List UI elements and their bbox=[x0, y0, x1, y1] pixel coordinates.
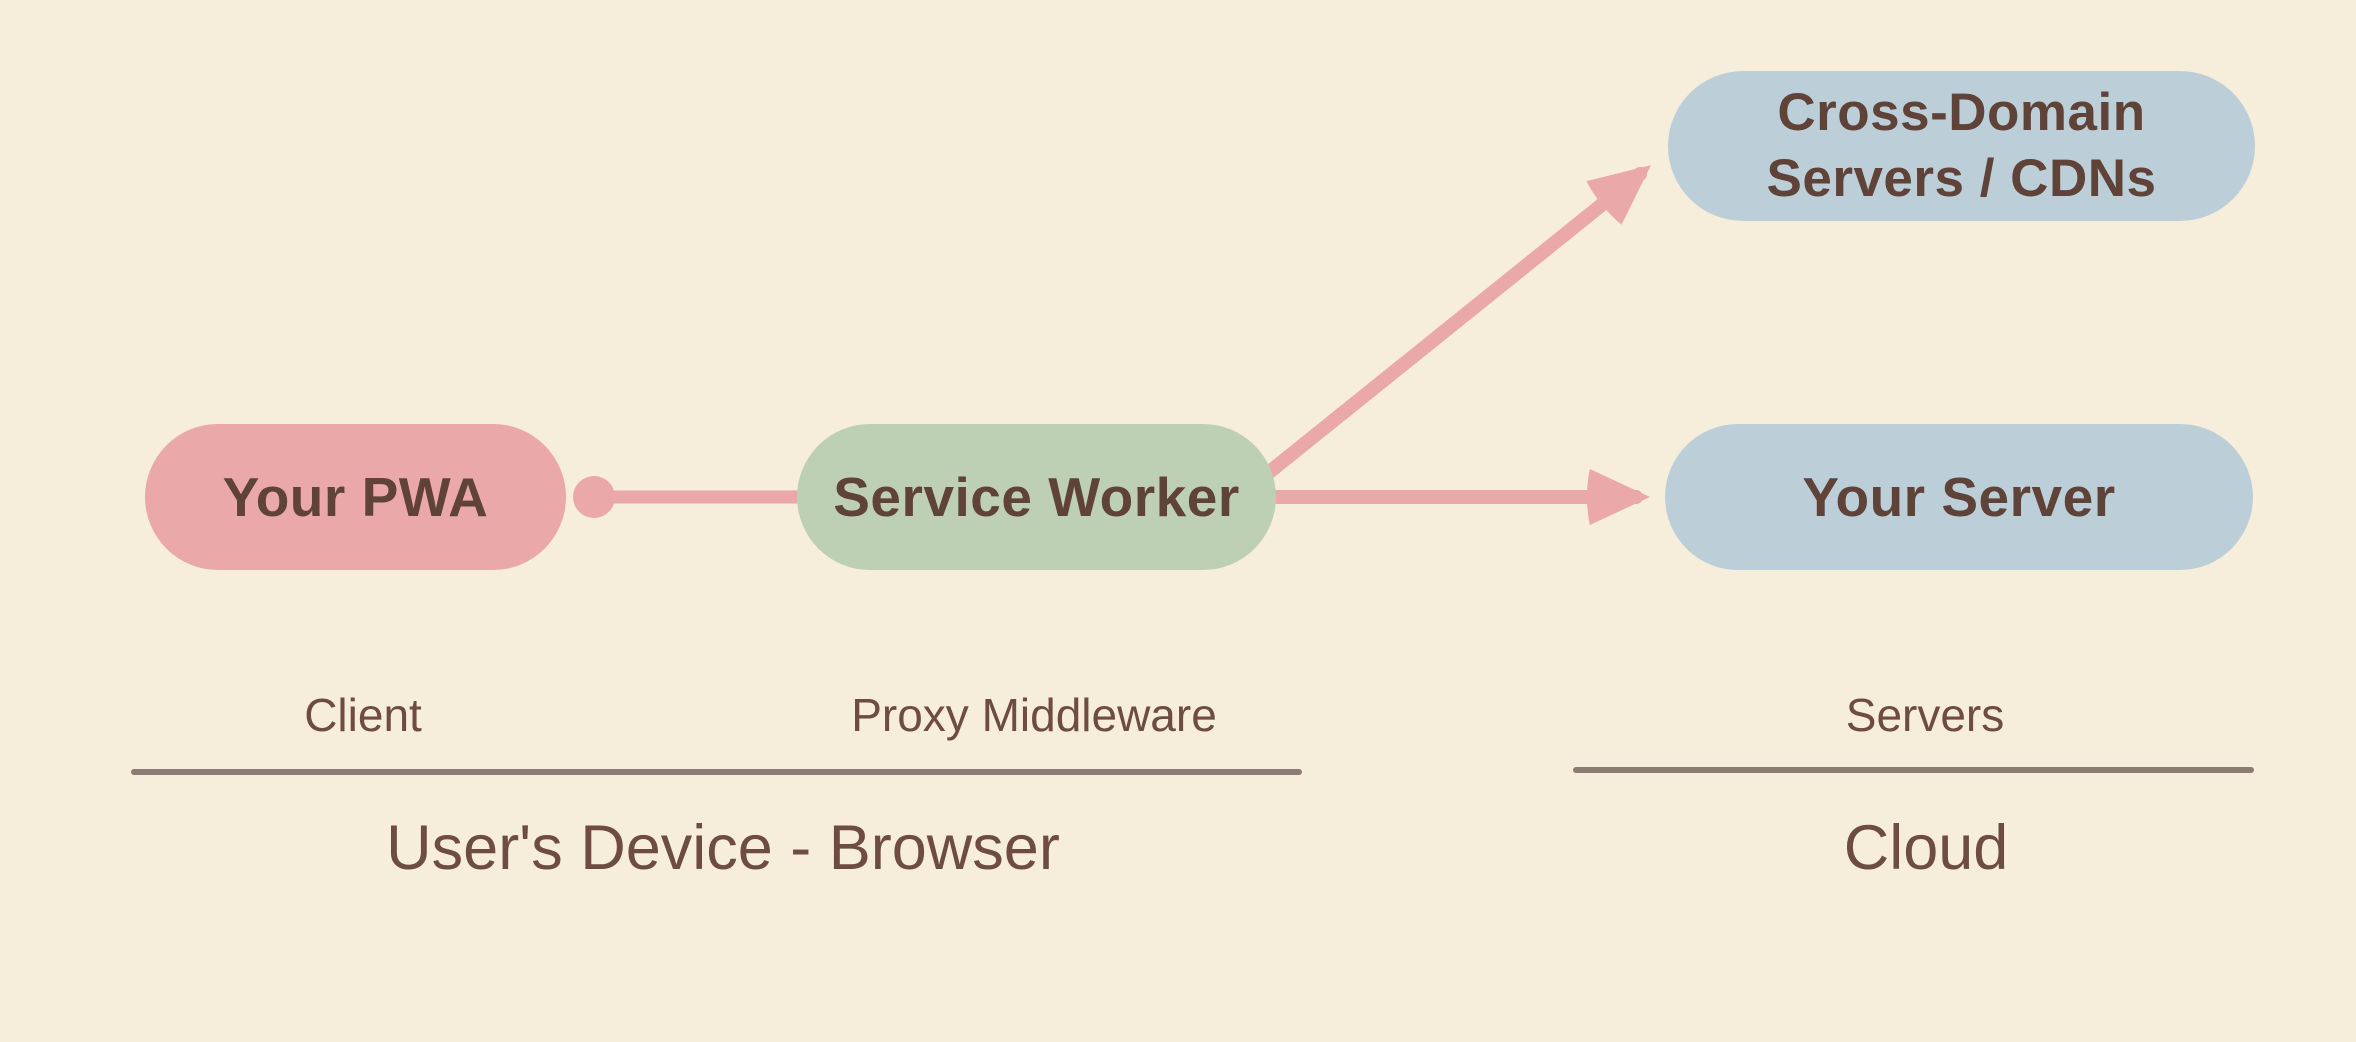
zone-rule-cloud bbox=[1573, 767, 2254, 773]
group-label-cloud: Cloud bbox=[1843, 813, 2009, 883]
arrow-sw-to-cdn bbox=[1255, 165, 1651, 485]
node-your-server: Your Server bbox=[1665, 424, 2253, 570]
zone-label-client: Client bbox=[304, 689, 422, 741]
node-cross-domain-servers: Cross-Domain Servers / CDNs bbox=[1668, 71, 2255, 221]
group-label-users-device-browser: User's Device - Browser bbox=[386, 813, 1060, 883]
zone-rule-device bbox=[131, 769, 1302, 775]
zone-label-servers: Servers bbox=[1845, 689, 2005, 741]
connector-dot-pwa bbox=[573, 476, 615, 518]
node-service-worker: Service Worker bbox=[797, 424, 1276, 570]
node-your-pwa: Your PWA bbox=[145, 424, 566, 570]
zone-label-proxy-middleware: Proxy Middleware bbox=[851, 689, 1217, 741]
